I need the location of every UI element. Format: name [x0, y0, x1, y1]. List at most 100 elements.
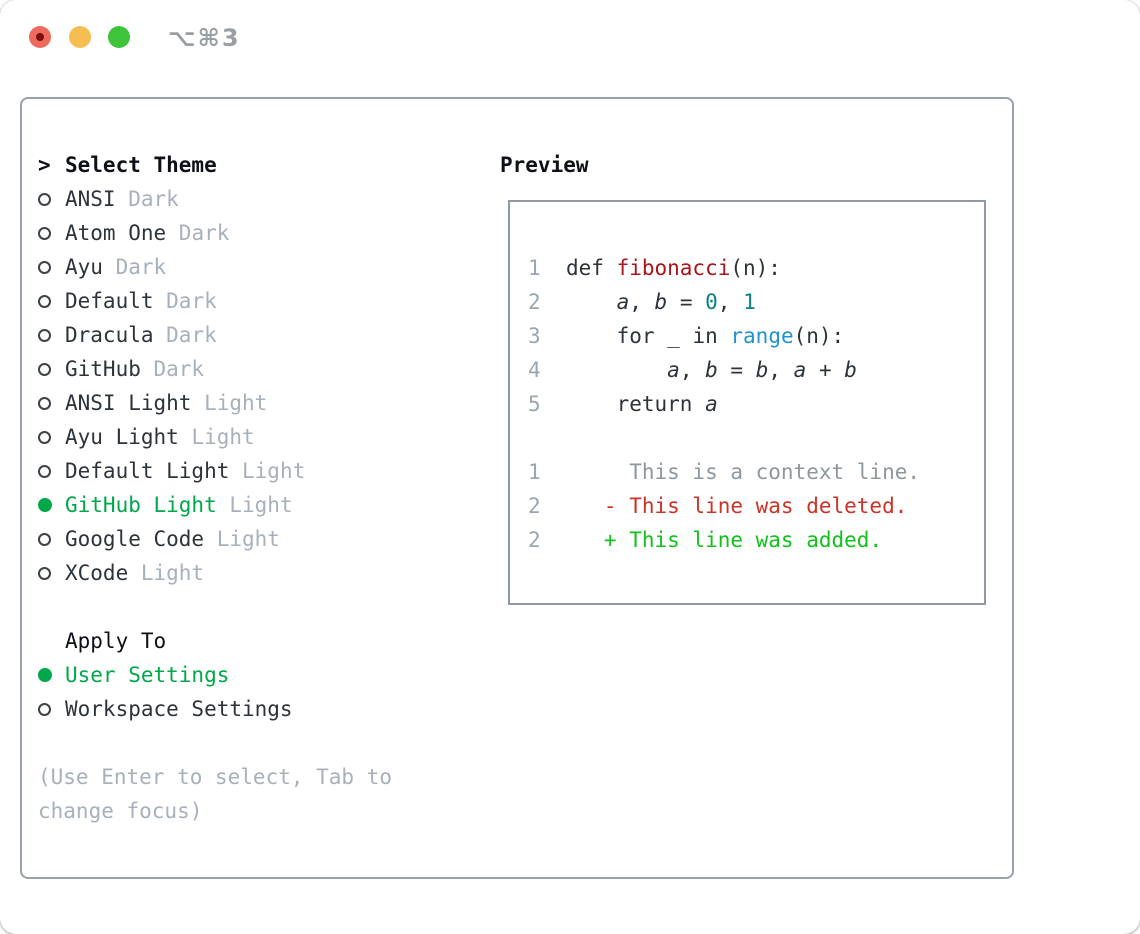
option-label: Workspace Settings — [65, 697, 293, 721]
code-token-var: a — [616, 290, 630, 314]
radio-selected-icon — [38, 498, 65, 512]
spacer — [38, 726, 392, 760]
radio-icon — [38, 294, 65, 308]
code-token-pl: _ — [667, 324, 693, 348]
code-token-pl — [566, 358, 667, 382]
code-token-pl: (n): — [730, 256, 781, 280]
option-label: Dracula — [65, 323, 154, 347]
code-token-var: a — [793, 358, 807, 382]
option-label: Ayu — [65, 255, 103, 279]
theme-variant-badge: Light — [128, 561, 205, 585]
theme-variant-badge: Dark — [140, 357, 205, 381]
theme-variant-badge: Light — [229, 459, 306, 483]
theme-variant-badge: Dark — [153, 289, 217, 313]
code-token-var: b — [654, 290, 668, 314]
apply-to-header: Apply To — [38, 624, 392, 658]
code-token-kw: return — [616, 392, 706, 416]
radio-selected-icon — [38, 668, 65, 682]
theme-option[interactable]: GitHub Dark — [38, 352, 392, 386]
code-token-pl: , — [679, 358, 706, 382]
code-token-var: b — [705, 358, 718, 382]
diff-text: This is a context line. — [566, 460, 921, 484]
theme-option[interactable]: GitHub Light Light — [38, 488, 392, 522]
theme-option[interactable]: ANSI Light Light — [38, 386, 392, 420]
option-label: ANSI Light — [65, 391, 192, 415]
theme-option[interactable]: Ayu Dark — [38, 250, 392, 284]
theme-option[interactable]: Dracula Dark — [38, 318, 392, 352]
code-line: 3 for _ in range(n): — [528, 319, 984, 353]
theme-variant-badge: Dark — [115, 187, 179, 211]
radio-icon — [38, 226, 65, 240]
theme-option[interactable]: Ayu Light Light — [38, 420, 392, 454]
line-number: 1 — [528, 256, 541, 280]
line-number: 5 — [528, 392, 541, 416]
spacer — [38, 590, 392, 624]
theme-variant-badge: Dark — [153, 323, 217, 347]
theme-option[interactable]: Atom One Dark — [38, 216, 392, 250]
theme-variant-badge: Light — [204, 527, 280, 551]
option-label: Google Code — [65, 527, 205, 551]
option-label: GitHub — [65, 357, 141, 381]
theme-variant-badge: Dark — [102, 255, 167, 279]
apply-to-option[interactable]: Workspace Settings — [38, 692, 392, 726]
code-token-pl: , — [768, 358, 794, 382]
radio-icon — [38, 430, 65, 444]
radio-icon — [38, 396, 65, 410]
titlebar: ⌥⌘3 — [0, 0, 1140, 74]
minimize-button[interactable] — [69, 26, 91, 48]
code-token-pl: + — [806, 358, 845, 382]
code-token-pl — [566, 290, 617, 314]
code-token-pl: = — [667, 290, 706, 314]
line-number: 2 — [528, 290, 541, 314]
code-token-pl: , — [629, 290, 655, 314]
code-token-var: b — [844, 358, 857, 382]
code-token-var: a — [705, 392, 718, 416]
radio-icon — [38, 260, 65, 274]
radio-icon — [38, 362, 65, 376]
theme-option[interactable]: ANSI Dark — [38, 182, 392, 216]
option-label: Default Light — [65, 459, 230, 483]
apply-to-option[interactable]: User Settings — [38, 658, 392, 692]
code-line: 5 return a — [528, 387, 984, 421]
theme-variant-badge: Light — [178, 425, 255, 449]
code-token-var: a — [667, 358, 680, 382]
code-token-pl — [566, 392, 617, 416]
radio-icon — [38, 464, 65, 478]
close-button[interactable] — [29, 26, 51, 48]
option-label: Atom One — [65, 221, 167, 245]
code-token-kw: for — [616, 324, 668, 348]
code-token-fn: fibonacci — [616, 256, 731, 280]
code-token-num: 0 — [705, 290, 718, 314]
select-theme-header: >Select Theme — [38, 148, 392, 182]
theme-option[interactable]: Default Light Light — [38, 454, 392, 488]
window-title: ⌥⌘3 — [168, 24, 241, 52]
code-token-kw: in — [692, 324, 731, 348]
theme-variant-badge: Light — [216, 493, 293, 517]
preview-title: Preview — [500, 153, 589, 177]
diff-line-context: 1 This is a context line. — [528, 455, 984, 489]
hint-line-2: change focus) — [38, 799, 203, 823]
diff-text: + This line was added. — [566, 528, 883, 552]
option-label: ANSI — [65, 187, 116, 211]
radio-icon — [38, 566, 65, 580]
radio-icon — [38, 192, 65, 206]
radio-icon — [38, 328, 65, 342]
diff-text: - This line was deleted. — [566, 494, 908, 518]
radio-icon — [38, 532, 65, 546]
code-token-num: 1 — [743, 290, 756, 314]
line-number: 4 — [528, 358, 541, 382]
code-token-pl: = — [717, 358, 756, 382]
theme-variant-badge: Dark — [166, 221, 230, 245]
select-theme-header-label: Select Theme — [65, 153, 217, 177]
theme-option[interactable]: Google Code Light — [38, 522, 392, 556]
zoom-button[interactable] — [108, 26, 130, 48]
code-token-var: b — [755, 358, 769, 382]
line-number: 2 — [528, 528, 541, 552]
theme-option[interactable]: XCode Light — [38, 556, 392, 590]
code-token-pl: , — [717, 290, 744, 314]
theme-option[interactable]: Default Dark — [38, 284, 392, 318]
